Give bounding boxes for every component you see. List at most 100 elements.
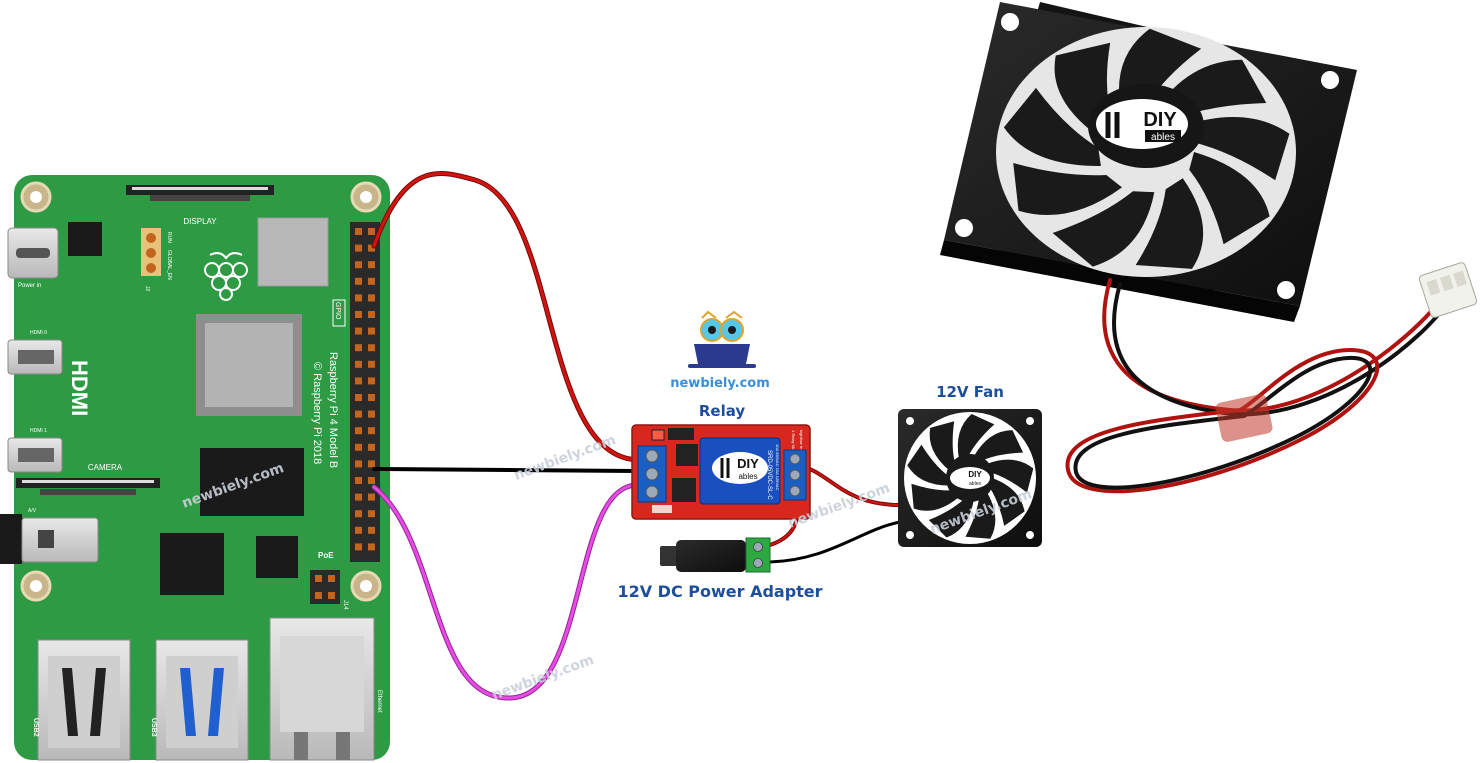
j2-label: J2 bbox=[144, 286, 150, 292]
laptop-icon bbox=[694, 344, 750, 364]
gpio-pin bbox=[368, 360, 375, 368]
small-fan-brand-top: DIY bbox=[968, 470, 982, 479]
wire-black-gnd bbox=[372, 467, 642, 473]
raspberry-pi-board: DISPLAY Power in RUN GLOBAL_EN J2 HDMI 0 bbox=[0, 175, 390, 761]
wire-adapter-to-fan-black bbox=[768, 520, 902, 564]
copyright-label: © Raspberry Pi 2018 bbox=[311, 362, 323, 464]
gpio-pin bbox=[368, 543, 375, 551]
small-fan-blades bbox=[907, 414, 1034, 539]
large-fan-brand-top: DIY bbox=[1143, 109, 1177, 131]
gpio-pin bbox=[355, 277, 362, 285]
gpio-pin bbox=[368, 228, 375, 235]
gpio-header bbox=[350, 222, 380, 562]
gpio-pin bbox=[368, 261, 375, 269]
large-fan: DIY ables bbox=[940, 2, 1478, 494]
j14-label: J14 bbox=[342, 600, 348, 610]
fan-blade bbox=[1013, 163, 1122, 216]
gpio-pin bbox=[355, 493, 362, 501]
usb2-label: USB2 bbox=[32, 718, 39, 737]
gpio-pin bbox=[355, 460, 362, 468]
model-label: Raspberry Pi 4 Model B bbox=[327, 352, 339, 468]
gpio-pin bbox=[355, 443, 362, 451]
chip-small bbox=[68, 222, 102, 256]
relay-brand-bottom: ables bbox=[738, 472, 757, 481]
ram-chip bbox=[200, 448, 304, 516]
hdmi0-label: HDMI 0 bbox=[30, 330, 47, 336]
gpio-pin bbox=[355, 311, 362, 318]
hdmi1-label: HDMI 1 bbox=[30, 428, 47, 434]
gpio-label: GPIO bbox=[334, 302, 341, 320]
gpio-pin bbox=[368, 344, 375, 352]
poe-header bbox=[310, 570, 340, 604]
gpio-pin bbox=[368, 493, 375, 501]
relay-brand-logo-icon bbox=[712, 452, 768, 484]
newbiely-logo: newbiely.com bbox=[670, 310, 770, 391]
gpio-pin bbox=[355, 344, 362, 352]
wire-red-vcc bbox=[371, 171, 643, 463]
fan-blade bbox=[989, 478, 1025, 526]
gpio-pin bbox=[368, 410, 375, 418]
mounting-holes bbox=[20, 181, 382, 602]
relay-model-text: SRD-05VDC-SL-C bbox=[766, 450, 772, 500]
relay-module: DIY ables SRD-05VDC-SL-C 10A 250VAC 10A … bbox=[631, 424, 811, 520]
fan-blade bbox=[1182, 117, 1290, 181]
gpio-pin bbox=[355, 377, 362, 385]
watermark-2: newbiely.com bbox=[512, 432, 618, 484]
watermark-5: newbiely.com bbox=[490, 652, 596, 704]
gpio-pin bbox=[355, 510, 362, 518]
fan-blade bbox=[928, 499, 974, 538]
usb3-label: USB3 bbox=[150, 718, 157, 737]
fan-blade bbox=[957, 414, 995, 459]
gpio-pin bbox=[355, 261, 362, 269]
global-en-label: GLOBAL_EN bbox=[166, 250, 172, 280]
gpio-pin bbox=[368, 377, 375, 385]
ethernet-label: Ethernet bbox=[376, 690, 382, 713]
gpio-pin bbox=[355, 360, 362, 368]
relay-label: Relay bbox=[699, 402, 746, 420]
gpio-pin bbox=[355, 294, 362, 302]
av-jack bbox=[0, 514, 22, 564]
display-label: DISPLAY bbox=[183, 217, 217, 226]
wires bbox=[371, 171, 902, 701]
fan-blade bbox=[1135, 178, 1204, 269]
large-fan-brand-bottom: ables bbox=[1151, 132, 1175, 143]
gpio-pin bbox=[355, 526, 362, 534]
small-fan-brand-bottom: ables bbox=[969, 481, 981, 487]
gpio-pin bbox=[355, 394, 362, 401]
usb-controller-chip bbox=[160, 533, 224, 595]
hdmi-label: HDMI bbox=[67, 360, 92, 416]
gpio-pin bbox=[368, 394, 375, 401]
run-label: RUN bbox=[166, 232, 172, 243]
gpio-pin bbox=[368, 477, 375, 484]
gpio-pin bbox=[368, 277, 375, 285]
fan-blade bbox=[973, 430, 1024, 461]
gpio-pin bbox=[368, 311, 375, 318]
relay-trigger-text: high/low level trigger bbox=[799, 430, 804, 467]
gpio-pin bbox=[368, 460, 375, 468]
pmic-chip bbox=[256, 536, 298, 578]
small-fan-logo-icon bbox=[950, 467, 990, 489]
raspberry-logo-icon bbox=[204, 252, 248, 301]
gpio-pin bbox=[355, 543, 362, 551]
fan-label: 12V Fan bbox=[936, 383, 1004, 401]
fan-blade bbox=[986, 459, 1034, 493]
wifi-module bbox=[257, 217, 329, 287]
optocoupler bbox=[676, 444, 698, 466]
gpio-pin bbox=[355, 410, 362, 418]
gpio-pin bbox=[355, 477, 362, 484]
gpio-pin bbox=[368, 427, 375, 435]
gpio-pin bbox=[368, 294, 375, 302]
dc-power-adapter bbox=[660, 537, 771, 573]
poe-label: PoE bbox=[318, 551, 334, 560]
gpio-pin bbox=[355, 327, 362, 335]
gpio-pin bbox=[368, 510, 375, 518]
gpio-pin bbox=[368, 327, 375, 335]
gpio-pin bbox=[355, 244, 362, 252]
gpio-pin bbox=[355, 228, 362, 235]
relay-brand-top: DIY bbox=[737, 456, 759, 471]
fan-blade bbox=[911, 483, 959, 511]
logo-text: newbiely.com bbox=[670, 376, 770, 391]
relay-rating-text: 10A 250VAC 10A 125VAC bbox=[775, 444, 780, 490]
adapter-label: 12V DC Power Adapter bbox=[617, 582, 822, 601]
